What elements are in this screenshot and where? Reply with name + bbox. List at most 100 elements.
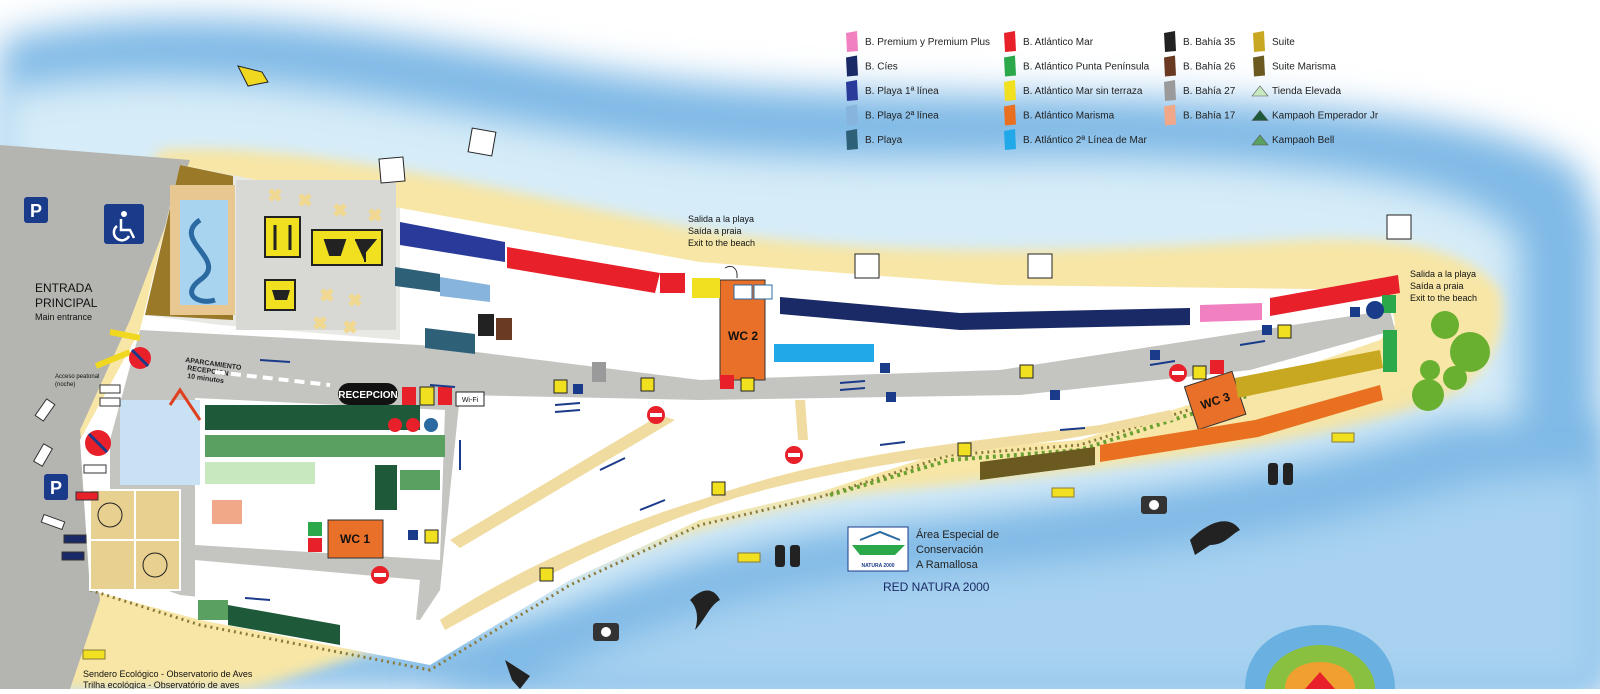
legend-swatch [1004,55,1016,77]
entrance-label-3: Main entrance [35,312,92,322]
entrance-label-1: ENTRADA [35,281,92,295]
legend-swatch [1251,110,1269,121]
block-kampaoh-bell-2 [400,470,440,490]
info-icon [402,387,416,405]
legend-label: B. Cíes [865,62,898,73]
block-bahia-17 [212,500,242,524]
legend-label: B. Atlántico Marisma [1023,111,1115,122]
legend-label: B. Bahía 35 [1183,37,1236,48]
basketball-court-icon [97,502,123,528]
block-sin-terraza [692,278,720,298]
zone-triangle [450,410,660,540]
red-natura-label: RED NATURA 2000 [883,580,990,594]
legend-label: Kampaoh Bell [1272,135,1334,146]
legend-swatch [1004,31,1016,52]
court-lines [90,490,180,590]
camera-icon-2 [1141,496,1167,514]
block-kampaoh-emperador-3 [228,605,340,645]
wc1-label: WC 1 [340,532,370,546]
beach-icon-3 [1386,214,1412,240]
legend-swatch [846,104,858,126]
path-3 [795,400,808,440]
accessible-icon [104,204,144,244]
legend-label: B. Bahía 17 [1183,111,1236,122]
reception-label: RECEPCION [338,390,397,401]
recycling-markers [308,360,1224,552]
block-kampaoh-bell-3 [198,600,228,620]
accessible-point-icon [1366,301,1384,319]
area-label-2: Conservación [916,544,983,556]
legend-swatch [1253,31,1265,52]
parking-sign-top: P [24,197,48,223]
parking-sign-label: P [30,201,42,221]
parking-stripes [214,370,331,387]
shower-markers [424,324,1292,582]
slide-icon [168,387,202,421]
pedestrian-label-1: Acceso peatonal [55,374,99,380]
exit-east-label-2: Saída a praia [1410,281,1464,291]
legend-swatch [1004,80,1016,101]
wifi-icon [455,391,485,407]
beach-icon-2 [1027,253,1053,279]
exit-mid-label-1: Salida a la playa [688,214,754,224]
natura-logo-label: NATURA 2000 [861,563,894,569]
block-atlantico-2linea [774,344,874,362]
block-playa-2 [440,277,490,302]
restaurant-icon [264,216,301,258]
legend-label: Suite Marisma [1272,62,1336,73]
accommodation-blocks [198,222,1400,645]
block-playa [395,267,440,292]
block-bahia-27 [592,362,606,382]
binoculars-icon-2 [1268,463,1293,485]
block-punta-1 [1382,295,1396,313]
wc2-label: WC 2 [728,329,758,343]
trees [1412,311,1490,411]
path-2 [440,410,1175,630]
legend-label: B. Atlántico 2ª Línea de Mar [1023,135,1147,146]
exit-mid-label-2: Saída a praia [688,226,742,236]
legend-label: B. Bahía 27 [1183,86,1236,97]
legend-label: B. Playa 2ª línea [865,111,939,122]
legend-label: B. Atlántico Mar [1023,37,1094,48]
legend-swatch [846,80,858,101]
block-atlantico-mar-1 [507,247,660,293]
entrance-area [0,145,190,689]
block-marisma [1100,385,1383,462]
exit-east-label-3: Exit to the beach [1410,293,1477,303]
boat-icon [237,65,269,87]
shop-icon [264,279,296,311]
no-entry-bar-2 [87,432,109,454]
legend-label: Kampaoh Emperador Jr [1272,111,1379,122]
camera-icon [593,623,619,641]
legend-label: Suite [1272,37,1295,48]
water-slide [189,217,216,304]
bird-icon-2 [505,660,530,689]
legend-swatch [846,55,858,77]
block-cies [780,297,1190,330]
block-playa-1 [400,222,505,262]
bird-icon-1 [690,590,720,630]
basketball-court-icon-2 [142,552,168,578]
block-kampaoh-emperador-2 [375,465,397,510]
hedge [829,393,1251,497]
legend-swatch [1251,134,1269,146]
legend-label: B. Atlántico Punta Península [1023,62,1150,73]
pedestrian-label-2: (noche) [55,382,75,388]
trail-label-1: Sendero Ecológico - Observatorio de Aves [83,669,253,679]
wifi-label: Wi-Fi [462,397,479,404]
phone-icon [419,386,435,406]
legend-swatch [1164,80,1176,101]
bar-icon [311,229,383,266]
legend-swatch [1251,85,1269,97]
wc3-building: WC 3 [1183,370,1247,431]
bike-icon [733,284,753,300]
block-playa-b [425,328,475,354]
legend-swatch [1004,104,1016,126]
no-dogs-icon [406,418,420,432]
reception-badge[interactable]: RECEPCION [338,383,398,405]
block-suite [1235,350,1383,398]
legend-swatch [1253,55,1265,77]
block-kampaoh-bell-1 [205,435,445,457]
block-tienda-elevada [205,462,315,484]
